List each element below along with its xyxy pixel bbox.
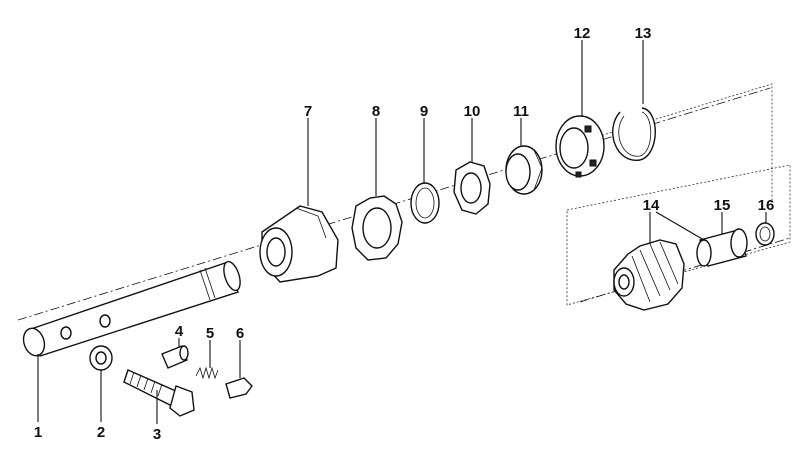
- part-label-16: 16: [758, 197, 775, 214]
- shaft-part: [22, 260, 241, 357]
- part-label-15: 15: [714, 197, 731, 214]
- detent-pin-part: [225, 377, 253, 399]
- part-label-9: 9: [420, 103, 428, 120]
- part-label-8: 8: [372, 103, 380, 120]
- snap-ring-part: [410, 182, 440, 224]
- circlip-part: [612, 107, 656, 161]
- part-label-4: 4: [175, 323, 184, 340]
- ring-plate-part: [453, 161, 491, 215]
- leader-line-14b: [655, 211, 705, 241]
- part-label-6: 6: [236, 325, 244, 342]
- part-label-1: 1: [34, 424, 42, 441]
- pinion-gear-part: [613, 239, 685, 311]
- part-label-3: 3: [153, 426, 161, 443]
- part-label-11: 11: [513, 103, 529, 120]
- washer-part: [89, 345, 113, 371]
- part-label-14: 14: [643, 197, 660, 214]
- spring-part: [195, 366, 219, 380]
- sliding-sleeve-part: [555, 115, 605, 178]
- synchro-ring-part: [505, 145, 543, 195]
- small-ring-part: [755, 222, 775, 246]
- pinion-frame-outline: [566, 164, 791, 306]
- bolt-part: [123, 369, 195, 417]
- sleeve-part: [161, 345, 189, 369]
- part-label-13: 13: [635, 25, 652, 42]
- hub-housing-part: [259, 205, 339, 283]
- part-label-7: 7: [304, 103, 312, 120]
- part-label-5: 5: [206, 325, 214, 342]
- part-label-12: 12: [574, 25, 591, 42]
- lock-plate-part: [351, 195, 403, 261]
- bushing-part: [696, 228, 748, 267]
- part-label-2: 2: [97, 424, 105, 441]
- part-label-10: 10: [464, 103, 481, 120]
